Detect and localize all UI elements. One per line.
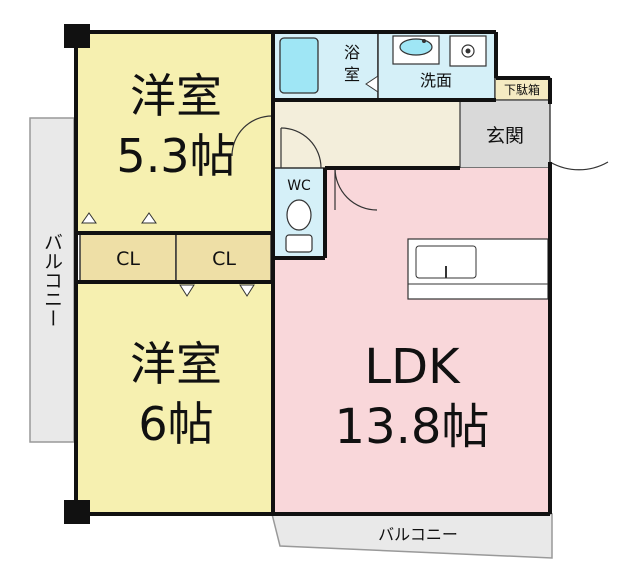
interior-doors bbox=[231, 115, 378, 211]
balcony-west: バルコニー bbox=[29, 117, 75, 443]
bathtub-icon bbox=[279, 37, 319, 94]
wc-label: WC bbox=[287, 178, 311, 194]
walls bbox=[74, 30, 552, 516]
western-room-lower bbox=[77, 282, 271, 512]
balcony-south-label: バルコニー bbox=[378, 525, 458, 544]
shoe-box: 下駄箱 bbox=[494, 77, 551, 101]
kitchen-counter bbox=[407, 238, 549, 300]
wc: WC bbox=[272, 167, 326, 259]
closet-left: CL bbox=[79, 232, 177, 282]
entrance-label: 玄関 bbox=[486, 125, 524, 147]
bath-label-2: 室 bbox=[344, 65, 360, 84]
bathroom: 浴 室 bbox=[272, 32, 379, 100]
bath-label-1: 浴 bbox=[344, 43, 360, 62]
entrance-door-swing bbox=[549, 104, 609, 171]
wash-basin-icon bbox=[392, 35, 440, 65]
washroom-label: 洗面 bbox=[420, 71, 452, 90]
entrance: 玄関 bbox=[459, 99, 551, 169]
toilet-icon bbox=[285, 199, 313, 253]
western-room-upper-size: 5.3帖 bbox=[116, 129, 235, 183]
hallway bbox=[273, 100, 460, 168]
closet-left-label: CL bbox=[116, 248, 140, 270]
columns bbox=[64, 24, 90, 524]
shoe-box-label: 下駄箱 bbox=[504, 82, 540, 97]
balcony-south: バルコニー bbox=[271, 513, 553, 559]
ldk-size: 13.8帖 bbox=[335, 399, 490, 455]
closet-doors bbox=[81, 212, 255, 297]
western-room-lower-name: 洋室 bbox=[130, 337, 222, 391]
ldk-name: LDK bbox=[364, 339, 461, 395]
western-room-lower-size: 6帖 bbox=[138, 397, 213, 451]
closet-right: CL bbox=[175, 232, 272, 282]
closet-right-label: CL bbox=[212, 248, 236, 270]
western-room-upper-name: 洋室 bbox=[130, 69, 222, 123]
washing-machine-icon bbox=[449, 35, 487, 67]
washroom: 洗面 bbox=[377, 32, 496, 100]
balcony-west-label: バルコニー bbox=[41, 233, 63, 328]
